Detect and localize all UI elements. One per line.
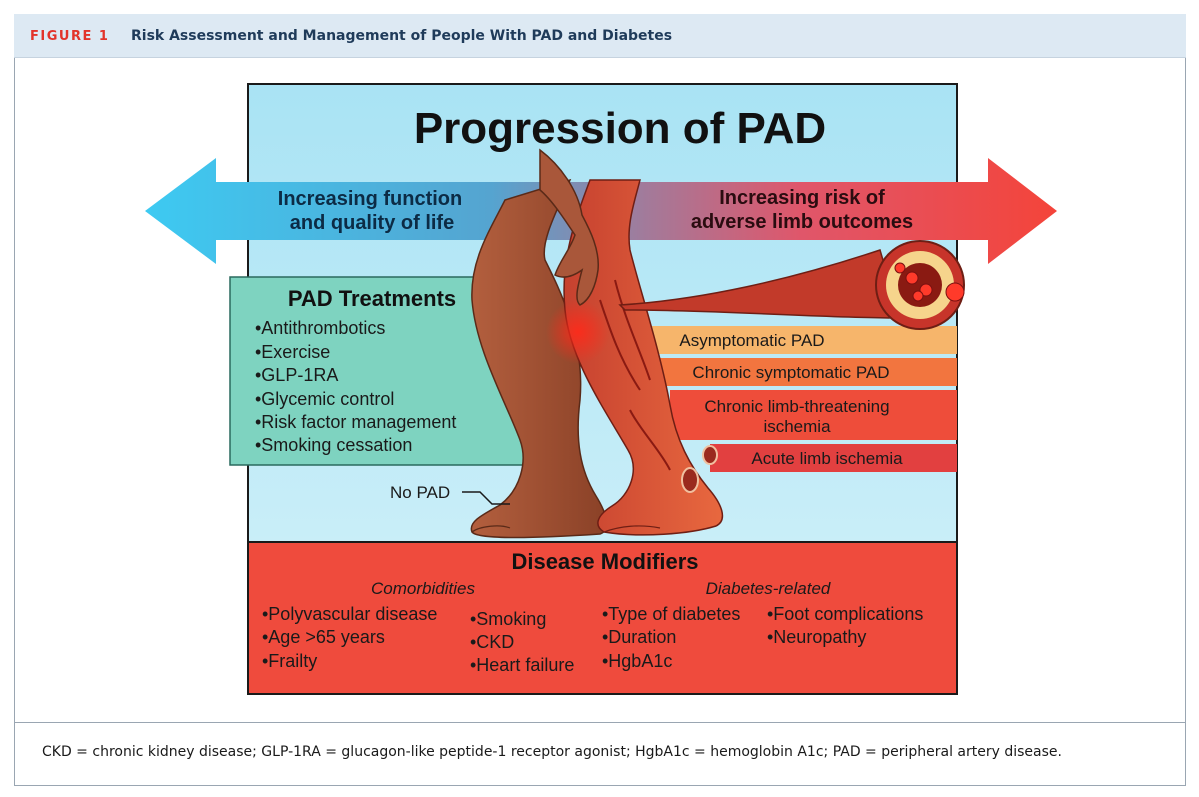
figure-title: Risk Assessment and Management of People…: [131, 28, 673, 44]
treatment-item: •Exercise: [255, 342, 330, 362]
toes-line: [471, 525, 511, 533]
stage-bar-chronic-limb-threatening: [670, 390, 957, 440]
treatment-item: •Smoking cessation: [255, 435, 412, 455]
treatments-title: PAD Treatments: [288, 286, 456, 311]
modifier-item: •Neuropathy: [767, 627, 866, 647]
red-blood-cell: [905, 271, 919, 285]
red-blood-cell: [912, 290, 924, 302]
treatments-list: •Antithrombotics •Exercise •GLP-1RA •Gly…: [255, 318, 456, 455]
stage-bar-acute-limb: [710, 444, 957, 472]
diagram-title: Progression of PAD: [414, 104, 826, 153]
right-arrow-text-line1: Increasing risk of: [719, 187, 885, 209]
stage-label-acute-limb: Acute limb ischemia: [751, 449, 903, 468]
stage-bar-asymptomatic: [650, 326, 957, 354]
modifier-item: •Smoking: [470, 609, 546, 629]
modifier-item: •Heart failure: [470, 655, 574, 675]
stage-label-clti-line2: ischemia: [763, 417, 831, 436]
modifier-item: •Duration: [602, 627, 676, 647]
left-arrow-text-line1: Increasing function: [278, 188, 462, 210]
stage-bar-chronic-symptomatic: [660, 358, 957, 386]
left-arrow-text-line2: and quality of life: [290, 212, 454, 234]
diabetes-list: •Type of diabetes •Duration •HgbA1c •Foo…: [602, 604, 923, 671]
modifier-item: •Polyvascular disease: [262, 604, 437, 624]
red-blood-cell: [945, 282, 965, 302]
ulcer: [702, 445, 718, 465]
artery-illustration: [618, 240, 965, 330]
vein-lines: [599, 279, 671, 471]
stage-label-chronic-symptomatic: Chronic symptomatic PAD: [692, 363, 889, 382]
treatment-item: •GLP-1RA: [255, 365, 338, 385]
comorbidities-heading: Comorbidities: [371, 579, 475, 598]
treatment-item: •Antithrombotics: [255, 318, 385, 338]
treatment-item: •Risk factor management: [255, 412, 456, 432]
footer-divider: [14, 722, 1186, 723]
no-pad-label: No PAD: [390, 483, 450, 502]
modifier-item: •HgbA1c: [602, 651, 672, 671]
modifier-item: •Type of diabetes: [602, 604, 740, 624]
treatment-item: •Glycemic control: [255, 389, 394, 409]
figure-label: FIGURE 1: [30, 29, 110, 44]
figure-header: [14, 14, 1186, 58]
modifiers-box: [247, 541, 958, 695]
modifier-item: •Foot complications: [767, 604, 923, 624]
no-pad-pointer: [462, 491, 510, 505]
pain-glow: [546, 300, 610, 364]
legs-illustration: [470, 148, 724, 539]
ulcer: [681, 467, 699, 493]
right-arrow-text-line2: adverse limb outcomes: [691, 211, 913, 233]
diabetes-heading: Diabetes-related: [706, 579, 831, 598]
comorbidities-list: •Polyvascular disease •Age >65 years •Fr…: [262, 604, 574, 675]
red-blood-cell: [894, 262, 906, 274]
stage-label-asymptomatic: Asymptomatic PAD: [679, 331, 824, 350]
modifier-item: •Frailty: [262, 651, 317, 671]
toes-line: [603, 525, 661, 533]
red-blood-cell: [919, 283, 933, 297]
modifiers-title: Disease Modifiers: [511, 549, 698, 574]
modifier-item: •Age >65 years: [262, 627, 385, 647]
modifier-item: •CKD: [470, 632, 514, 652]
figure-footnote: CKD = chronic kidney disease; GLP-1RA = …: [42, 744, 1062, 760]
stage-label-clti-line1: Chronic limb-threatening: [704, 397, 889, 416]
hand: [539, 148, 599, 306]
